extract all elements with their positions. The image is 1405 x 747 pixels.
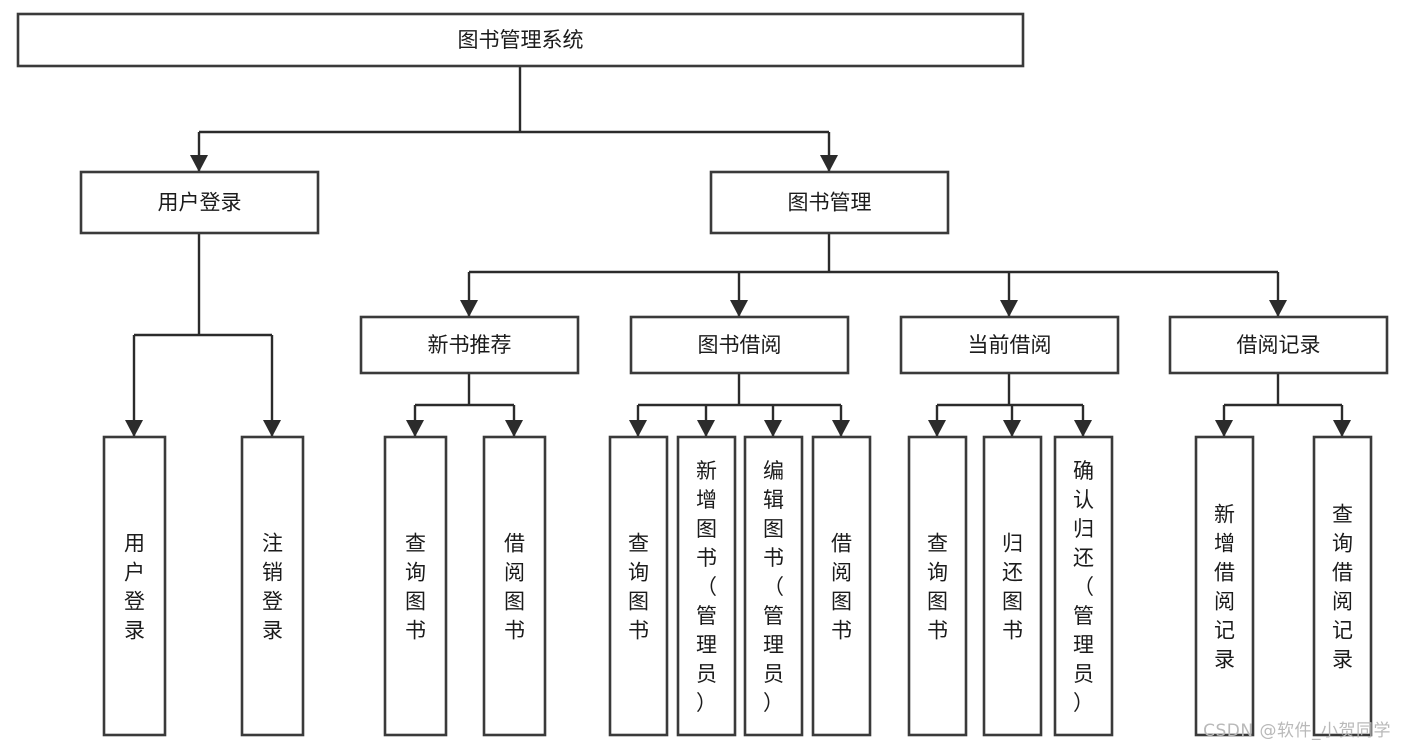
node-current-borrow[interactable]: 当前借阅 xyxy=(899,315,1120,375)
connector-userlogin-to-leaves xyxy=(125,233,281,437)
arrow-head-icon xyxy=(460,300,478,317)
node-leaf-query-book-current[interactable]: 查询图书 xyxy=(907,435,968,737)
node-label: 编辑图书（管理员） xyxy=(763,459,784,715)
node-label: 归还图书 xyxy=(1002,532,1023,643)
arrow-head-icon xyxy=(629,420,647,437)
node-user-login[interactable]: 用户登录 xyxy=(79,170,320,235)
arrow-head-icon xyxy=(1215,420,1233,437)
node-leaf-confirm-return[interactable]: 确认归还（管理员） xyxy=(1053,435,1114,737)
connector-newbook-to-leaves xyxy=(406,373,523,437)
node-label: 当前借阅 xyxy=(968,333,1052,357)
node-box xyxy=(79,170,320,235)
arrow-head-icon xyxy=(1333,420,1351,437)
node-box xyxy=(1194,435,1255,737)
arrow-head-icon xyxy=(820,155,838,172)
arrow-head-icon xyxy=(697,420,715,437)
node-label: 图书管理 xyxy=(788,191,872,215)
node-leaf-borrow-book-rec[interactable]: 借阅图书 xyxy=(482,435,547,737)
node-book-manage[interactable]: 图书管理 xyxy=(709,170,950,235)
connector-bookmanage-to-level3 xyxy=(460,233,1287,317)
arrow-head-icon xyxy=(125,420,143,437)
node-box xyxy=(1312,435,1373,737)
arrow-head-icon xyxy=(730,300,748,317)
nodes-layer: 图书管理系统用户登录图书管理新书推荐图书借阅当前借阅借阅记录用户登录注销登录查询… xyxy=(16,12,1389,737)
node-leaf-edit-book[interactable]: 编辑图书（管理员） xyxy=(743,435,804,737)
node-label: 新书推荐 xyxy=(428,333,512,357)
connector-root-to-level2 xyxy=(190,66,838,172)
node-label: 确认归还（管理员） xyxy=(1073,459,1094,715)
node-box xyxy=(383,435,448,737)
node-box xyxy=(811,435,872,737)
node-leaf-query-book-rec[interactable]: 查询图书 xyxy=(383,435,448,737)
node-book-borrow[interactable]: 图书借阅 xyxy=(629,315,850,375)
node-root[interactable]: 图书管理系统 xyxy=(16,12,1025,68)
node-box xyxy=(676,435,737,737)
node-box xyxy=(982,435,1043,737)
node-leaf-user-login[interactable]: 用户登录 xyxy=(102,435,167,737)
arrow-head-icon xyxy=(190,155,208,172)
node-box xyxy=(608,435,669,737)
node-leaf-return-book[interactable]: 归还图书 xyxy=(982,435,1043,737)
node-new-book-recommend[interactable]: 新书推荐 xyxy=(359,315,580,375)
node-box xyxy=(240,435,305,737)
arrow-head-icon xyxy=(1269,300,1287,317)
node-leaf-borrow-book[interactable]: 借阅图书 xyxy=(811,435,872,737)
node-box xyxy=(359,315,580,375)
node-box xyxy=(1168,315,1389,375)
node-box xyxy=(102,435,167,737)
node-box xyxy=(16,12,1025,68)
node-label: 查询图书 xyxy=(405,532,426,643)
arrow-head-icon xyxy=(263,420,281,437)
node-label: 用户登录 xyxy=(158,191,242,215)
node-leaf-add-book[interactable]: 新增图书（管理员） xyxy=(676,435,737,737)
connector-bookborrow-to-leaves xyxy=(629,373,850,437)
node-leaf-query-borrow-record[interactable]: 查询借阅记录 xyxy=(1312,435,1373,737)
node-label: 借阅图书 xyxy=(504,532,525,643)
arrow-head-icon xyxy=(1074,420,1092,437)
node-box xyxy=(743,435,804,737)
node-box xyxy=(1053,435,1114,737)
connector-borrowrecord-to-leaves xyxy=(1215,373,1351,437)
node-box xyxy=(709,170,950,235)
node-leaf-logout-login[interactable]: 注销登录 xyxy=(240,435,305,737)
node-leaf-add-borrow-record[interactable]: 新增借阅记录 xyxy=(1194,435,1255,737)
node-label: 图书管理系统 xyxy=(458,28,584,52)
node-label: 查询图书 xyxy=(927,532,948,643)
arrow-head-icon xyxy=(1000,300,1018,317)
node-label: 图书借阅 xyxy=(698,333,782,357)
arrow-head-icon xyxy=(832,420,850,437)
node-label: 查询图书 xyxy=(628,532,649,643)
arrow-head-icon xyxy=(505,420,523,437)
node-leaf-query-book-borrow[interactable]: 查询图书 xyxy=(608,435,669,737)
node-label: 借阅图书 xyxy=(831,532,852,643)
connectors-layer xyxy=(125,66,1351,437)
node-box xyxy=(899,315,1120,375)
arrow-head-icon xyxy=(1003,420,1021,437)
node-label: 用户登录 xyxy=(124,532,145,643)
arrow-head-icon xyxy=(764,420,782,437)
arrow-head-icon xyxy=(928,420,946,437)
node-label: 新增图书（管理员） xyxy=(696,459,717,715)
node-box xyxy=(629,315,850,375)
node-box xyxy=(482,435,547,737)
node-label: 查询借阅记录 xyxy=(1332,503,1353,672)
node-label: 注销登录 xyxy=(262,532,283,643)
connector-currentborrow-to-leaves xyxy=(928,373,1092,437)
watermark-text: CSDN @软件_小贺同学 xyxy=(1203,721,1391,741)
node-label: 新增借阅记录 xyxy=(1214,503,1235,672)
node-label: 借阅记录 xyxy=(1237,333,1321,357)
node-box xyxy=(907,435,968,737)
arrow-head-icon xyxy=(406,420,424,437)
node-borrow-record[interactable]: 借阅记录 xyxy=(1168,315,1389,375)
